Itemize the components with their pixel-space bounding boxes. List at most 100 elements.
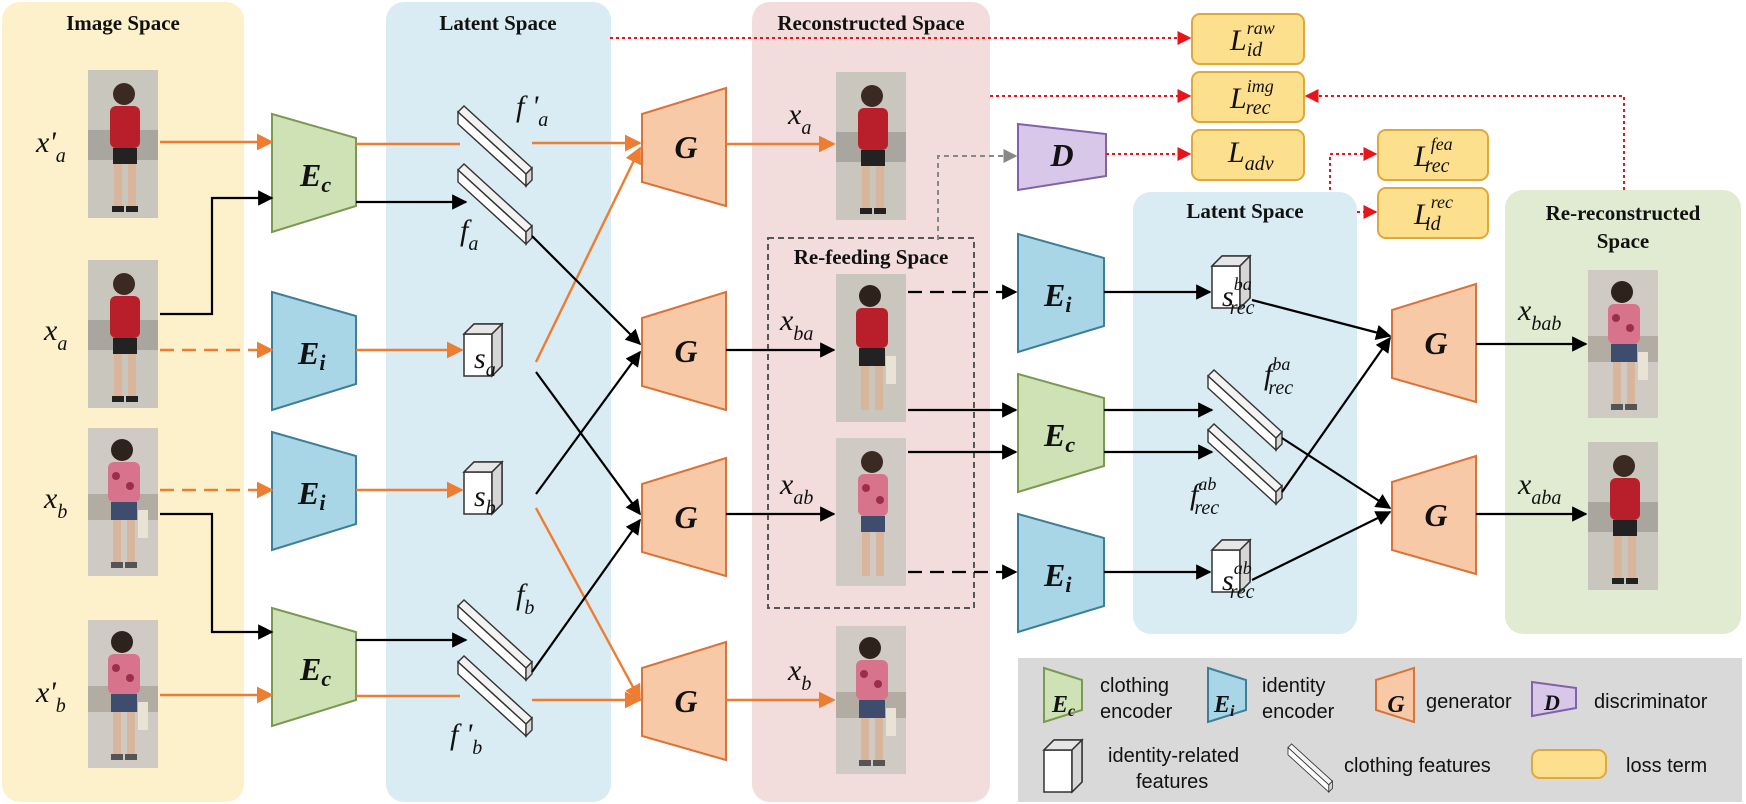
refeeding-space-title: Re-feeding Space bbox=[794, 245, 949, 269]
person-image-x-prime-b bbox=[88, 620, 158, 768]
legend-generator: G generator bbox=[1375, 666, 1512, 724]
identity-encoder-a: Ei bbox=[271, 290, 357, 412]
reconstructed-space-title: Reconstructed Space bbox=[777, 11, 964, 35]
latent-space-title-2: Latent Space bbox=[1186, 199, 1303, 223]
label-x-prime-b: x'b bbox=[35, 676, 66, 717]
svg-text:G: G bbox=[674, 129, 697, 165]
person-image-x-bab bbox=[1588, 270, 1658, 418]
svg-text:identity-related: identity-related bbox=[1108, 745, 1239, 767]
generator-6: G bbox=[1391, 454, 1477, 576]
generator-3: G bbox=[641, 456, 727, 578]
label-x-aba: xaba bbox=[1517, 468, 1561, 509]
loss-l-adv: Ladv bbox=[1191, 129, 1305, 181]
legend-discriminator: D discriminator bbox=[1531, 680, 1708, 718]
arrows-orange bbox=[160, 133, 836, 709]
rereconstructed-space-title-2: Space bbox=[1597, 229, 1650, 253]
legend-identity-encoder: Ei identity encoder bbox=[1207, 666, 1335, 724]
svg-text:Ec: Ec bbox=[299, 157, 331, 197]
svg-text:encoder: encoder bbox=[1100, 701, 1173, 723]
svg-text:Ladv: Ladv bbox=[1227, 136, 1274, 175]
generator-1: G bbox=[641, 86, 727, 208]
svg-text:Ei: Ei bbox=[1043, 557, 1072, 597]
label-s-b: sb bbox=[474, 480, 496, 519]
legend-clothing-features: clothing features bbox=[1287, 743, 1491, 793]
svg-text:discriminator: discriminator bbox=[1594, 691, 1708, 713]
person-image-recon-x-b bbox=[836, 626, 906, 774]
rereconstructed-space-title-1: Re-reconstructed bbox=[1546, 201, 1701, 225]
svg-text:Ei: Ei bbox=[1213, 692, 1235, 720]
svg-text:clothing: clothing bbox=[1100, 675, 1169, 697]
svg-text:Ei: Ei bbox=[1043, 277, 1072, 317]
svg-text:D: D bbox=[1049, 137, 1073, 173]
clothing-encoder-refeed: Ec bbox=[1017, 372, 1105, 494]
svg-text:Ec: Ec bbox=[1051, 692, 1075, 720]
svg-text:identity: identity bbox=[1262, 675, 1325, 697]
arrow-gray-dashed bbox=[937, 149, 1018, 240]
person-image-x-ba bbox=[836, 274, 906, 422]
label-recon-x-b: xb bbox=[787, 654, 811, 695]
person-image-x-aba bbox=[1588, 442, 1658, 590]
svg-text:Ec: Ec bbox=[1043, 417, 1075, 457]
identity-encoder-b: Ei bbox=[271, 430, 357, 552]
svg-text:clothing features: clothing features bbox=[1344, 755, 1491, 777]
svg-text:generator: generator bbox=[1426, 691, 1512, 713]
generator-4: G bbox=[641, 640, 727, 762]
generator-2: G bbox=[641, 290, 727, 412]
person-image-x-ab bbox=[836, 438, 906, 586]
person-image-recon-x-a bbox=[836, 72, 906, 220]
refeeding-space-box bbox=[767, 237, 975, 609]
legend-loss-term: loss term bbox=[1531, 749, 1707, 779]
label-x-ba: xba bbox=[779, 304, 813, 345]
label-x-a: xa bbox=[43, 314, 67, 355]
identity-encoder-refeed-ba: Ei bbox=[1017, 232, 1105, 354]
svg-text:features: features bbox=[1136, 771, 1208, 793]
person-image-x-prime-a bbox=[88, 70, 158, 218]
arrows-red-dotted bbox=[610, 31, 1625, 219]
person-image-x-b bbox=[88, 428, 158, 576]
svg-text:G: G bbox=[1424, 497, 1447, 533]
svg-text:encoder: encoder bbox=[1262, 701, 1335, 723]
svg-text:G: G bbox=[1387, 692, 1405, 718]
clothing-encoder-top: Ec bbox=[271, 112, 357, 234]
label-x-b: xb bbox=[43, 482, 67, 523]
svg-text:Ei: Ei bbox=[297, 335, 326, 375]
label-x-bab: xbab bbox=[1517, 294, 1561, 335]
label-f-prime-b: f 'b bbox=[450, 718, 482, 759]
generator-5: G bbox=[1391, 282, 1477, 404]
latent-space-panel-1 bbox=[386, 2, 611, 802]
svg-text:G: G bbox=[674, 683, 697, 719]
label-x-ab: xab bbox=[779, 468, 813, 509]
image-space-title: Image Space bbox=[66, 11, 180, 35]
label-x-prime-a: x'a bbox=[35, 126, 66, 167]
svg-text:Ec: Ec bbox=[299, 651, 331, 691]
svg-text:G: G bbox=[674, 499, 697, 535]
discriminator: D bbox=[1017, 122, 1107, 192]
svg-text:D: D bbox=[1543, 690, 1560, 715]
label-f-prime-a: f 'a bbox=[516, 90, 548, 131]
legend-identity-features: identity-related features bbox=[1043, 739, 1239, 793]
latent-space-title-1: Latent Space bbox=[439, 11, 556, 35]
label-recon-x-a: xa bbox=[787, 98, 811, 139]
legend-clothing-encoder: Ec clothing encoder bbox=[1043, 666, 1173, 724]
label-s-a: sa bbox=[474, 342, 496, 381]
svg-text:Ei: Ei bbox=[297, 475, 326, 515]
arrows-black bbox=[160, 190, 1588, 673]
clothing-encoder-bottom: Ec bbox=[271, 606, 357, 728]
svg-text:loss term: loss term bbox=[1626, 755, 1707, 777]
svg-text:G: G bbox=[1424, 325, 1447, 361]
identity-encoder-refeed-ab: Ei bbox=[1017, 512, 1105, 634]
svg-text:G: G bbox=[674, 333, 697, 369]
person-image-x-a bbox=[88, 260, 158, 408]
